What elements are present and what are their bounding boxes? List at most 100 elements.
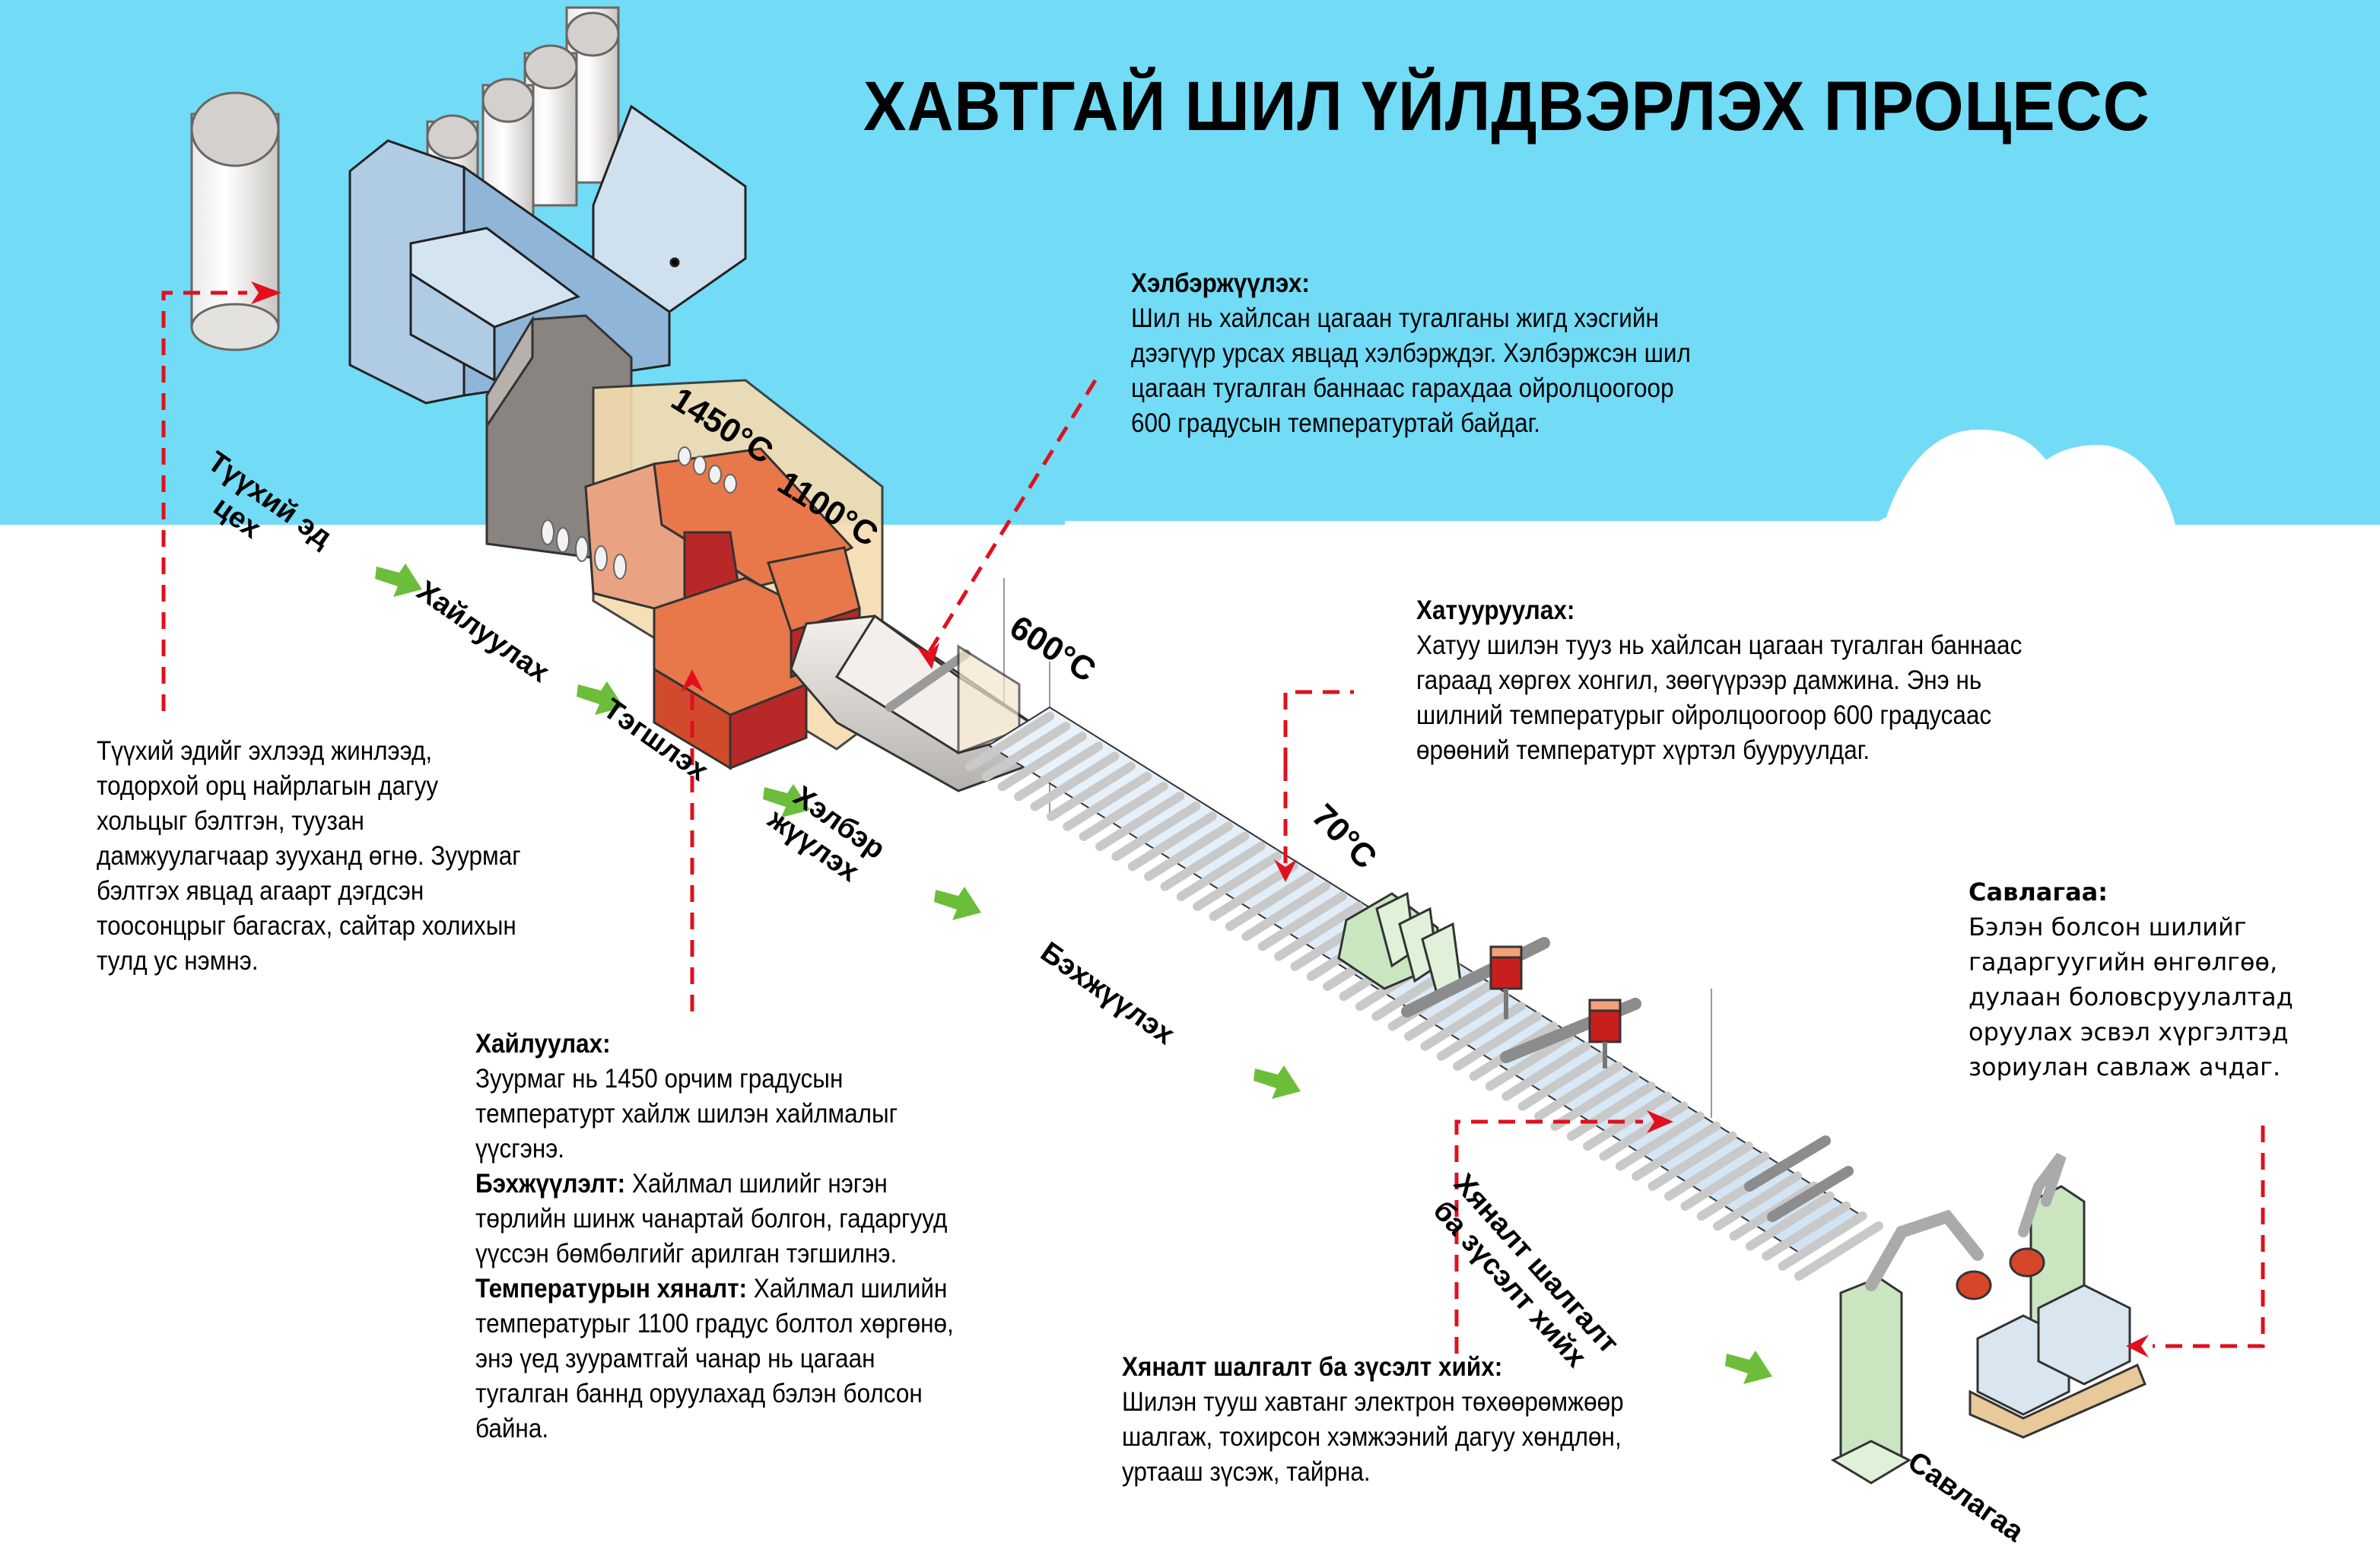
callout-arrowheads	[251, 281, 2149, 1357]
description-line: уртааш зүсэж, тайрна.	[1122, 1457, 1371, 1487]
packaging-robots	[1830, 1152, 2146, 1484]
cutting-machines	[1337, 891, 1854, 1222]
conveyor-roller	[1453, 1011, 1543, 1072]
description-line: энэ үед зуурамтгай чанар нь цагаан	[475, 1344, 875, 1373]
conveyor-roller	[1517, 1051, 1607, 1111]
conveyor-roller	[1111, 802, 1201, 862]
conveyor-roller	[1014, 741, 1104, 802]
conveyor-roller	[1063, 771, 1152, 831]
conveyor-roller	[1794, 1221, 1883, 1281]
description-line: тодорхой орц найрлагын дагуу	[97, 771, 439, 801]
conveyor-roller	[1648, 1131, 1737, 1191]
description-line: бэлтгэх явцад агаарт дэгдсэн	[97, 876, 424, 906]
conveyor-roller	[965, 712, 1054, 771]
green-step-arrow	[375, 564, 422, 597]
description-line: Хатуу шилэн тууз нь хайлсан цагаан тугал…	[1416, 630, 2023, 660]
description-heading: Хатууруулах:	[1416, 595, 1575, 625]
description-annealing: Хатууруулах: Хатуу шилэн тууз нь хайлсан…	[1416, 593, 2022, 768]
description-line: гараад хөргөх хонгил, зөөгүүрээр дамжина…	[1416, 665, 1982, 695]
description-text: Хайлмал шилийг нэгэн	[625, 1169, 888, 1199]
conveyor-roller	[1778, 1211, 1867, 1271]
description-line: оруулах эсвэл хүргэлтэд	[1969, 1018, 2289, 1046]
conveyor-roller	[1257, 891, 1347, 951]
conveyor-roller	[1566, 1081, 1656, 1141]
description-line: температурыг 1100 градус болтол хөргөнө,	[475, 1309, 954, 1338]
description-line: Бэхжүүлэлт: Хайлмал шилийг нэгэн	[475, 1167, 954, 1202]
description-line: хольцыг бэлтгэн, туузан	[97, 806, 364, 836]
conveyor-roller	[1160, 831, 1250, 891]
conveyor-roller	[1209, 862, 1298, 922]
description-line: гадаргуугийн өнгөлгөө,	[1969, 948, 2278, 976]
conveyor-roller	[981, 722, 1071, 782]
green-step-arrow	[763, 784, 810, 818]
description-forming: Хэлбэржүүлэх: Шил нь хайлсан цагаан туга…	[1131, 266, 1691, 441]
description-line: Түүхий эдийг эхлээд жинлээд,	[97, 736, 433, 766]
conveyor-roller	[1404, 981, 1494, 1041]
description-line: байна.	[475, 1414, 549, 1443]
description-line: дамжуулагчаар зууханд өгнө. Зуурмаг	[97, 841, 521, 871]
description-line: Зуурмаг нь 1450 орчим градусын	[475, 1064, 844, 1094]
conveyor-roller	[997, 732, 1087, 792]
description-line: шилний температурыг ойролцоогоор 600 гра…	[1416, 700, 1992, 730]
conveyor-roller	[1664, 1141, 1754, 1201]
description-packaging: Савлагаа: Бэлэн болсон шилийг гадаргууги…	[1969, 875, 2293, 1084]
description-line: тулд ус нэмнэ.	[97, 946, 259, 976]
batch-hopper	[348, 104, 747, 405]
conditioning-heading: Температурын хяналт:	[475, 1274, 747, 1303]
conveyor-roller	[1745, 1191, 1835, 1251]
conveyor-roller	[1144, 821, 1234, 881]
description-heading: Хэлбэржүүлэх:	[1131, 268, 1310, 298]
green-step-arrow	[1254, 1065, 1301, 1099]
conveyor-roller	[1762, 1201, 1851, 1261]
step-arrows	[375, 564, 1772, 1384]
description-melting: Хайлуулах: Зуурмаг нь 1450 орчим градусы…	[475, 1027, 954, 1446]
conveyor-roller	[1713, 1171, 1803, 1231]
green-step-arrow	[1725, 1351, 1772, 1384]
conveyor-roller	[1534, 1061, 1624, 1121]
description-line: үүсгэнэ.	[475, 1134, 565, 1164]
description-raw-materials: Түүхий эдийг эхлээд жинлээд, тодорхой ор…	[97, 734, 521, 979]
conveyor-roller	[1274, 901, 1364, 961]
description-heading: Савлагаа:	[1969, 878, 2108, 907]
conveyor-roller	[1501, 1041, 1591, 1101]
page-title: ХАВТГАЙ ШИЛ ҮЙЛДВЭРЛЭХ ПРОЦЕСС	[863, 68, 2150, 145]
description-line: төрлийн шинж чанартай болгон, гадаргууд	[475, 1204, 948, 1234]
description-line: Бэлэн болсон шилийг	[1969, 913, 2247, 941]
conveyor-roller	[1046, 761, 1136, 821]
conveyor-roller	[1193, 851, 1282, 911]
description-inspection: Хяналт шалгалт ба зүсэлт хийх: Шилэн туу…	[1122, 1350, 1624, 1490]
description-line: үүссэн бөмбөлгийг арилган тэгшилнэ.	[475, 1239, 898, 1268]
description-line: өрөөний температурт хүртэл бууруулдаг.	[1416, 735, 1870, 765]
conveyor-roller	[1030, 751, 1120, 811]
conveyor-roller	[1127, 811, 1217, 872]
description-line: температурт хайлж шилэн хайлмалыг	[475, 1099, 898, 1129]
description-line: цагаан тугалган баннаас гарахдаа ойролцо…	[1131, 373, 1674, 403]
refining-heading: Бэхжүүлэлт:	[475, 1169, 626, 1199]
description-line: дулаан боловсруулалтад	[1969, 983, 2293, 1011]
conveyor-roller	[1176, 841, 1266, 901]
description-line: Температурын хяналт: Хайлмал шилийн	[475, 1272, 954, 1307]
conveyor-roller	[1680, 1151, 1770, 1211]
callout-leaders	[161, 291, 2265, 1354]
conveyor-roller	[1583, 1091, 1673, 1151]
conveyor-roller	[1225, 872, 1314, 932]
burner-ports	[541, 446, 737, 579]
conveyor-roller	[1241, 881, 1331, 941]
conveyor-roller	[1550, 1071, 1640, 1131]
conveyor-roller	[1079, 781, 1168, 841]
conveyor-roller	[1615, 1111, 1705, 1171]
description-line: зориулан савлаж ачдаг.	[1969, 1053, 2281, 1081]
description-heading: Хайлуулах:	[475, 1029, 611, 1059]
conveyor-roller	[1485, 1031, 1574, 1091]
description-line: шалгаж, тохирсон хэмжээний дагуу хөндлөн…	[1122, 1422, 1622, 1452]
description-line: Шил нь хайлсан цагаан тугалганы жигд хэс…	[1131, 303, 1659, 333]
description-heading: Хяналт шалгалт ба зүсэлт хийх:	[1122, 1352, 1503, 1382]
description-line: тоосонцрыг багасгах, сайтар холихын	[97, 911, 516, 941]
conveyor-roller	[1632, 1121, 1721, 1181]
green-step-arrow	[934, 887, 981, 920]
conveyor-roller	[1420, 991, 1510, 1051]
description-text: Хайлмал шилийн	[746, 1274, 948, 1303]
description-line: тугалган баннд оруулахад бэлэн болсон	[475, 1379, 923, 1408]
description-line: Шилэн тууш хавтанг электрон төхөөрөмжөөр	[1122, 1387, 1624, 1417]
